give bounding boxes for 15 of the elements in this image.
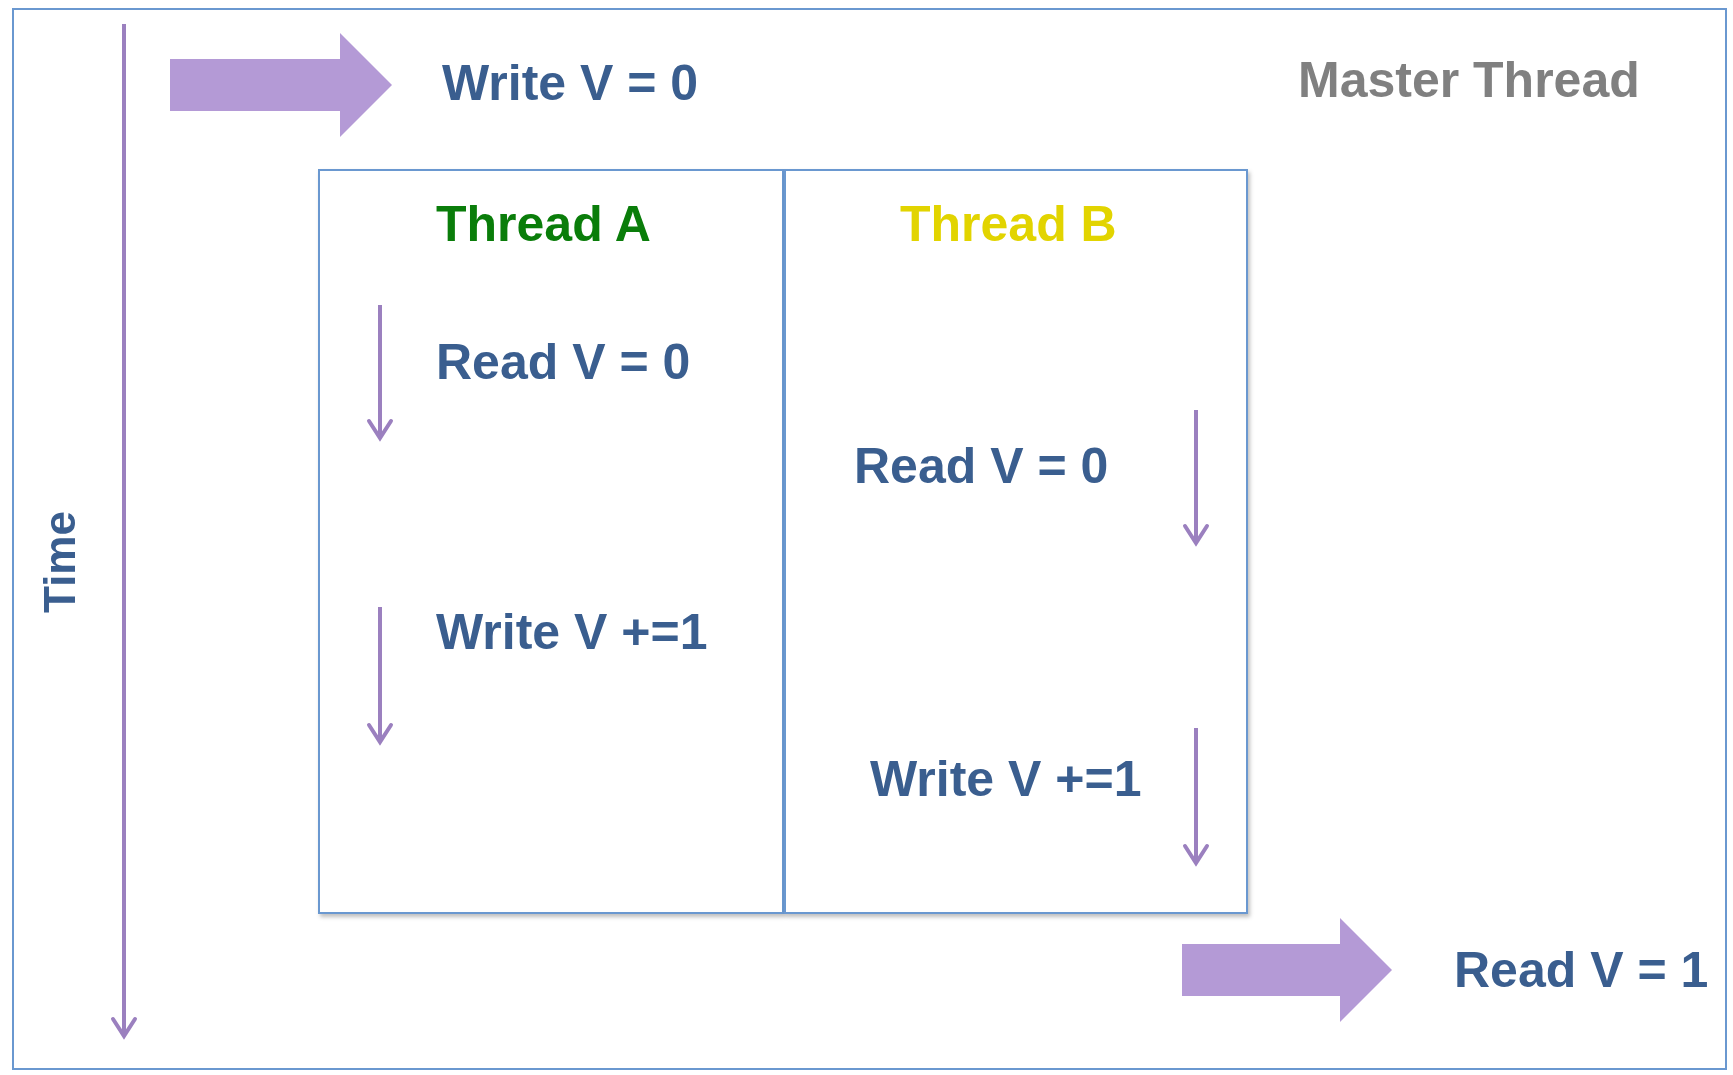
write-statement: Write V +=1 bbox=[870, 754, 1142, 804]
read-statement: Read V = 0 bbox=[436, 337, 691, 387]
thread-lane bbox=[784, 169, 1248, 914]
block-arrow bbox=[170, 33, 392, 137]
write-statement: Write V = 0 bbox=[392, 50, 752, 120]
thread-lane bbox=[318, 169, 784, 914]
thread-title: Thread A bbox=[436, 199, 651, 249]
read-statement: Read V = 1 bbox=[1392, 935, 1732, 1005]
thread-title: Thread B bbox=[900, 199, 1117, 249]
block-arrow bbox=[1182, 918, 1392, 1022]
thread-title: Master Thread bbox=[1298, 55, 1640, 105]
master-thread-frame bbox=[12, 8, 1727, 1070]
write-statement: Write V +=1 bbox=[436, 607, 708, 657]
read-statement: Read V = 0 bbox=[854, 441, 1109, 491]
axis-label: Time bbox=[37, 511, 82, 613]
